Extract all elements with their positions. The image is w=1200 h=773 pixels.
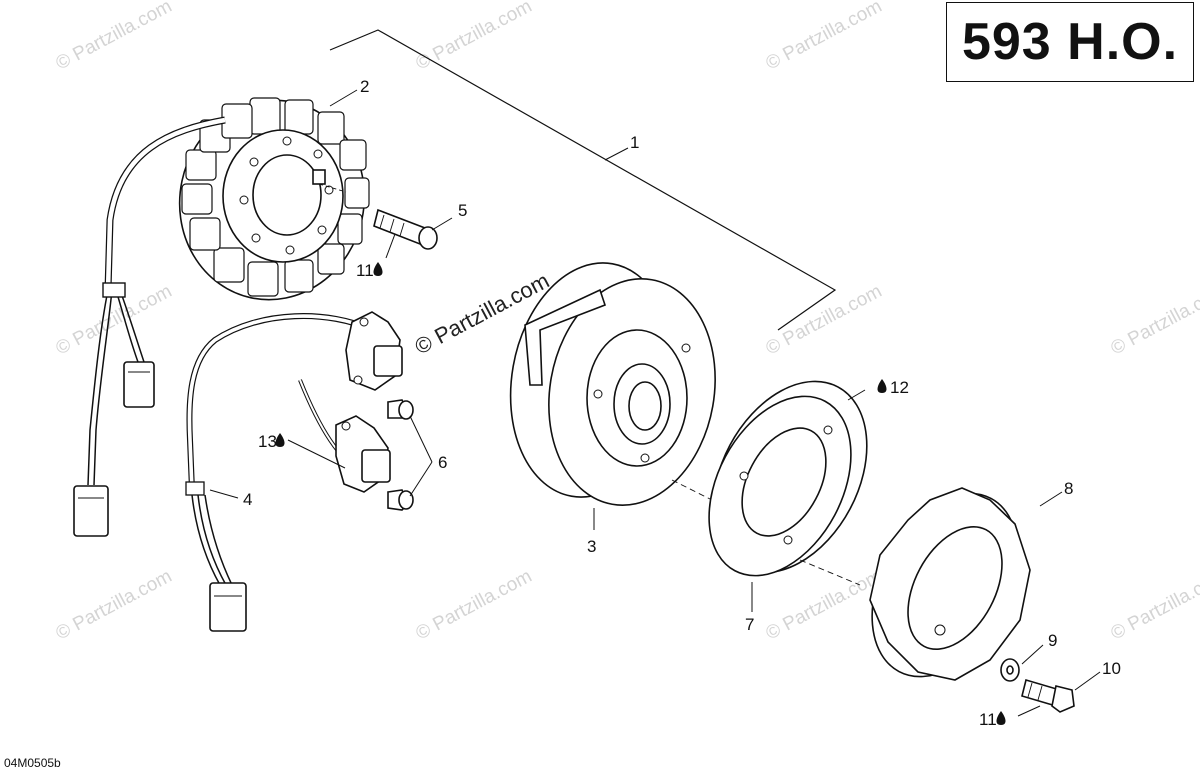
model-title-box: 593 H.O. — [946, 2, 1194, 82]
drop-icon — [996, 711, 1006, 725]
callout-3: 3 — [587, 537, 596, 556]
drop-icon — [275, 433, 285, 447]
callout-6: 6 — [438, 453, 447, 472]
watermark: © Partzilla.com — [762, 0, 885, 74]
callout-10: 10 — [1102, 659, 1121, 678]
watermark: © Partzilla.com — [412, 566, 535, 645]
watermark: © Partzilla.com — [1107, 281, 1200, 360]
drawing-code: 04M0505b — [4, 756, 61, 770]
callout-2: 2 — [360, 77, 369, 96]
callout-12: 12 — [890, 378, 909, 397]
watermark: © Partzilla.com — [762, 281, 885, 360]
watermark: © Partzilla.com — [412, 0, 535, 74]
screw-5 — [373, 208, 438, 250]
leader-lines — [209, 89, 1101, 717]
watermark: © Partzilla.com — [1107, 566, 1200, 645]
stator-harness — [73, 116, 226, 537]
flywheel-part — [509, 262, 716, 506]
callout-11-upper: 11 — [356, 261, 374, 280]
trigger-coil-harness — [185, 313, 374, 632]
model-title: 593 H.O. — [961, 13, 1179, 71]
screw-6-lower — [387, 489, 414, 511]
starter-cup-part — [869, 487, 1031, 681]
drop-icon — [373, 262, 383, 276]
callout-13: 13 — [258, 432, 277, 451]
callout-8: 8 — [1064, 479, 1073, 498]
screw-6-upper — [387, 399, 414, 420]
callout-7: 7 — [745, 615, 754, 634]
watermark: © Partzilla.com — [52, 0, 175, 74]
trigger-coil-lower — [335, 415, 391, 493]
callout-11-lower: 11 — [979, 710, 997, 729]
callout-5: 5 — [458, 201, 467, 220]
assembly-bracket — [329, 29, 837, 331]
trigger-coil-upper — [345, 311, 403, 391]
washer-9 — [1000, 658, 1020, 682]
watermark: © Partzilla.com — [52, 566, 175, 645]
stator-part — [178, 97, 370, 301]
callout-4: 4 — [243, 490, 252, 509]
watermark: © Partzilla.com — [762, 566, 885, 645]
callout-9: 9 — [1048, 631, 1057, 650]
bolt-10 — [1021, 678, 1075, 713]
trigger-ring-part — [708, 380, 868, 577]
drop-icon — [877, 379, 887, 393]
lubricant-drop-icons — [275, 262, 1006, 725]
callout-1: 1 — [630, 133, 639, 152]
